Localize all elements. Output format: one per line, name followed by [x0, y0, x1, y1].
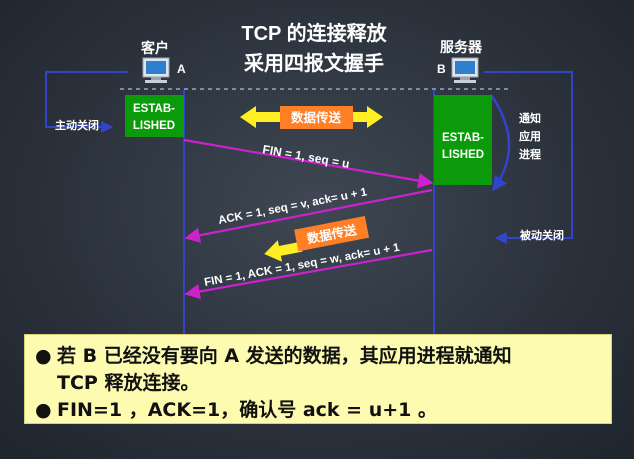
server-computer-icon — [451, 57, 479, 83]
client-state-line-2: LISHED — [133, 120, 175, 132]
fin-a-label: FIN = 1, seq = u — [261, 142, 350, 171]
note-text-1b: TCP 释放连接。 — [57, 372, 200, 394]
server-established-box: ESTAB- LISHED — [434, 95, 492, 185]
active-close-label: 主动关闭 — [55, 118, 99, 132]
data-transfer-bidirectional: 数据传送 — [240, 106, 383, 129]
active-close-arrow — [45, 71, 128, 133]
bullet-icon: ● — [35, 345, 52, 367]
notify-line-1: 通知 — [519, 111, 541, 125]
note-line-2: ●FIN=1 ，ACK=1，确认号 ack = u+1 。 — [35, 397, 603, 424]
notify-app-arrow — [489, 94, 511, 192]
note-text-2: FIN=1 ，ACK=1，确认号 ack = u+1 。 — [57, 399, 437, 421]
fin-a-arrow — [183, 138, 434, 189]
notify-line-2: 应用 — [519, 129, 541, 143]
data-transfer-one-way: 数据传送 — [264, 216, 370, 262]
passive-close-arrow — [484, 71, 573, 244]
client-id: A — [177, 62, 186, 76]
server-label: 服务器 — [440, 39, 483, 55]
title-line-1: TCP 的连接释放 — [241, 21, 387, 45]
title-line-2: 采用四报文握手 — [244, 51, 384, 75]
data-transfer-label-1: 数据传送 — [290, 110, 342, 125]
fin-b-arrow — [184, 248, 433, 300]
client-label: 客户 — [140, 40, 169, 56]
client-established-box: ESTAB- LISHED — [125, 95, 184, 137]
client-computer-icon — [142, 57, 170, 83]
note-line-1: ●若 B 已经没有要向 A 发送的数据，其应用进程就通知 — [35, 343, 603, 370]
notify-line-3: 进程 — [519, 147, 541, 161]
bullet-icon: ● — [35, 399, 52, 421]
explanation-note: ●若 B 已经没有要向 A 发送的数据，其应用进程就通知 TCP 释放连接。 ●… — [24, 334, 612, 424]
server-state-line-2: LISHED — [442, 149, 484, 161]
server-id: B — [437, 62, 446, 76]
server-state-line-1: ESTAB- — [442, 132, 484, 144]
passive-close-label: 被动关闭 — [520, 228, 564, 242]
note-text-1: 若 B 已经没有要向 A 发送的数据，其应用进程就通知 — [57, 345, 512, 367]
client-state-line-1: ESTAB- — [133, 103, 175, 115]
ack-b-arrow — [184, 188, 433, 243]
